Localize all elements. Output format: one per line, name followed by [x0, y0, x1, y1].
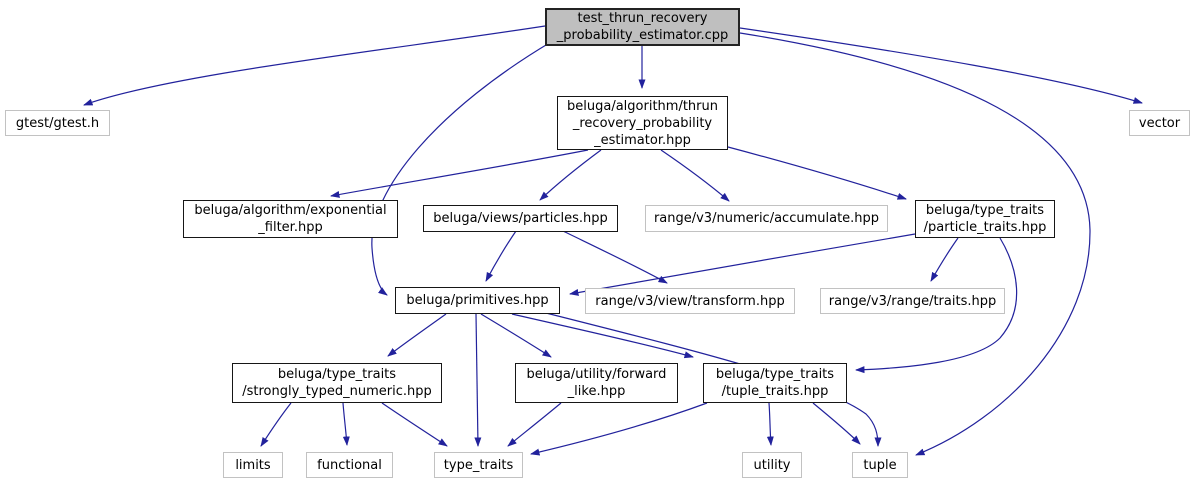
edge-primitives-to-stronglytyped: [387, 313, 447, 357]
node-label-line: beluga/type_traits: [277, 367, 397, 382]
node-label-line: range/v3/range/traits.hpp: [828, 293, 997, 309]
node-label-line: range/v3/numeric/accumulate.hpp: [653, 211, 880, 226]
node-label-line: _estimator.hpp: [594, 132, 691, 148]
edge-particles-to-primitives: [485, 230, 517, 282]
node-forward-like-hpp[interactable]: beluga/utility/forward _like.hpp: [515, 363, 678, 403]
node-label-line: gtest/gtest.h: [15, 115, 100, 131]
node-label-line: _probability_estimator.cpp: [556, 28, 729, 43]
edge-particletraits-to-rangetraits: [930, 237, 959, 282]
edge-primitives-to-forwardlike: [480, 313, 552, 358]
node-range-v3-range-traits-hpp: range/v3/range/traits.hpp: [820, 288, 1005, 314]
node-label-line: beluga/primitives.hpp: [406, 293, 549, 308]
node-label-line: utility: [753, 457, 791, 473]
node-strongly-typed-numeric-hpp[interactable]: beluga/type_traits /strongly_typed_numer…: [232, 363, 442, 403]
node-label-line: beluga/algorithm/exponential: [194, 203, 387, 218]
node-functional: functional: [306, 452, 393, 478]
edge-thrun-to-particletraits: [727, 146, 907, 200]
edge-particletraits-to-tupletraits: [855, 237, 1018, 374]
edge-tupletraits-to-typetraits: [530, 402, 708, 456]
node-label-line: beluga/utility/forward: [526, 367, 667, 382]
node-range-v3-view-transform-hpp: range/v3/view/transform.hpp: [585, 288, 795, 314]
node-limits: limits: [223, 452, 283, 478]
node-label-line: /particle_traits.hpp: [923, 220, 1047, 235]
edge-thrun-to-particles: [539, 149, 602, 201]
edge-tupletraits-to-utility: [766, 402, 774, 446]
node-vector: vector: [1129, 110, 1190, 136]
edge-testcpp-to-primitives: [371, 41, 552, 296]
node-type-traits: type_traits: [434, 452, 523, 478]
edge-particles-to-transform: [562, 230, 668, 284]
node-label-line: beluga/type_traits: [715, 367, 835, 382]
node-label-line: beluga/type_traits: [925, 203, 1045, 218]
edge-stronglytyped-to-functional: [342, 402, 350, 446]
node-tuple: tuple: [852, 452, 908, 478]
edge-primitives-to-tupletraits: [511, 313, 694, 359]
edge-testcpp-to-tuple: [739, 32, 1091, 456]
node-thrun-recovery-probability-estimator-hpp[interactable]: beluga/algorithm/thrun _recovery_probabi…: [557, 96, 728, 150]
node-test-thrun-recovery-probability-estimator-cpp: test_thrun_recovery _probability_estimat…: [545, 8, 740, 46]
edge-stronglytyped-to-limits: [260, 402, 292, 447]
node-label-line: test_thrun_recovery: [577, 11, 708, 26]
node-label-line: _like.hpp: [567, 384, 626, 399]
node-label-line: beluga/algorithm/thrun: [567, 98, 718, 114]
edge-thrun-to-expfilter: [330, 149, 589, 198]
node-tuple-traits-hpp[interactable]: beluga/type_traits /tuple_traits.hpp: [703, 363, 847, 403]
node-primitives-hpp[interactable]: beluga/primitives.hpp: [395, 287, 560, 314]
edge-stronglytyped-to-typetraits: [381, 402, 448, 447]
node-label-line: _filter.hpp: [258, 220, 323, 235]
node-gtest-gtest-h: gtest/gtest.h: [5, 110, 110, 136]
node-label-line: type_traits: [443, 457, 514, 473]
node-label-line: functional: [317, 457, 382, 473]
edge-testcpp-to-vector: [739, 27, 1143, 104]
node-label-line: tuple: [863, 457, 897, 473]
edge-forwardlike-to-typetraits: [507, 402, 562, 447]
edge-primitives-to-typetraits: [474, 313, 482, 447]
node-range-v3-numeric-accumulate-hpp: range/v3/numeric/accumulate.hpp: [645, 205, 888, 232]
edge-testcpp-to-gtest: [83, 25, 546, 106]
node-particle-traits-hpp[interactable]: beluga/type_traits /particle_traits.hpp: [915, 200, 1055, 238]
node-label-line: _recovery_probability: [572, 115, 713, 131]
node-exponential-filter-hpp[interactable]: beluga/algorithm/exponential _filter.hpp: [183, 200, 398, 238]
node-views-particles-hpp[interactable]: beluga/views/particles.hpp: [423, 205, 618, 232]
node-label-line: /strongly_typed_numeric.hpp: [242, 384, 432, 399]
edge-thrun-to-accumulate: [660, 149, 730, 202]
node-label-line: limits: [235, 457, 271, 473]
node-label-line: beluga/views/particles.hpp: [433, 211, 608, 226]
edge-tupletraits-to-tuple: [812, 402, 861, 445]
node-label-line: /tuple_traits.hpp: [721, 384, 829, 399]
node-label-line: range/v3/view/transform.hpp: [595, 293, 785, 309]
node-utility: utility: [742, 452, 802, 478]
node-label-line: vector: [1138, 115, 1181, 131]
edge-particletraits-to-primitives: [569, 233, 916, 296]
